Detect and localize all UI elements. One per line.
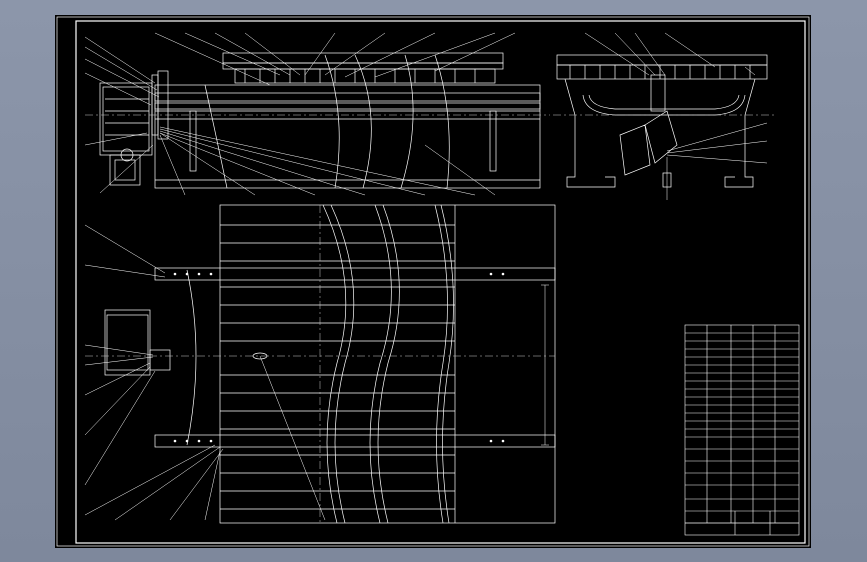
end-section-view	[556, 54, 768, 188]
outer-frame	[56, 16, 810, 547]
drawing-sheet[interactable]	[55, 15, 811, 548]
dimension-line	[541, 284, 549, 446]
leader-lines-plan	[84, 224, 326, 521]
plan-view	[104, 204, 556, 524]
rail-bolts	[173, 272, 505, 443]
leader-lines-end	[584, 32, 768, 200]
inner-frame	[75, 20, 806, 544]
leader-lines-top	[84, 32, 516, 196]
title-block	[684, 324, 800, 536]
side-elevation-view	[99, 52, 541, 189]
mechanical-assembly-drawing	[56, 16, 810, 547]
